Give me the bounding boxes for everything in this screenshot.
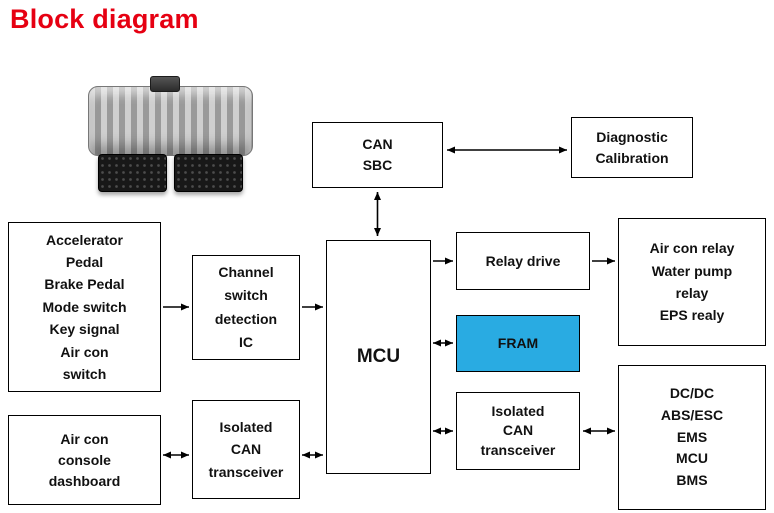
- ecu-housing: [88, 86, 253, 156]
- block-fram: FRAM: [456, 315, 580, 372]
- ecu-connector-left: [98, 154, 167, 192]
- block-can-sbc: CAN SBC: [312, 122, 443, 188]
- ecu-connector-right: [174, 154, 243, 192]
- block-air-con-console-dashboard: Air con console dashboard: [8, 415, 161, 505]
- block-relay-outputs: Air con relay Water pump relay EPS realy: [618, 218, 766, 346]
- block-can-nodes: DC/DC ABS/ESC EMS MCU BMS: [618, 365, 766, 510]
- block-mcu: MCU: [326, 240, 431, 474]
- block-channel-switch-detection-ic: Channel switch detection IC: [192, 255, 300, 360]
- page-title: Block diagram: [10, 4, 199, 34]
- ecu-top-tab: [150, 76, 180, 92]
- block-input-switches: Accelerator Pedal Brake Pedal Mode switc…: [8, 222, 161, 392]
- block-relay-drive: Relay drive: [456, 232, 590, 290]
- block-diagnostic-calibration: Diagnostic Calibration: [571, 117, 693, 178]
- block-isolated-can-transceiver-left: Isolated CAN transceiver: [192, 400, 300, 499]
- block-isolated-can-transceiver-right: Isolated CAN transceiver: [456, 392, 580, 470]
- ecu-connectors: [98, 154, 243, 192]
- ecu-module-photo: [88, 74, 253, 196]
